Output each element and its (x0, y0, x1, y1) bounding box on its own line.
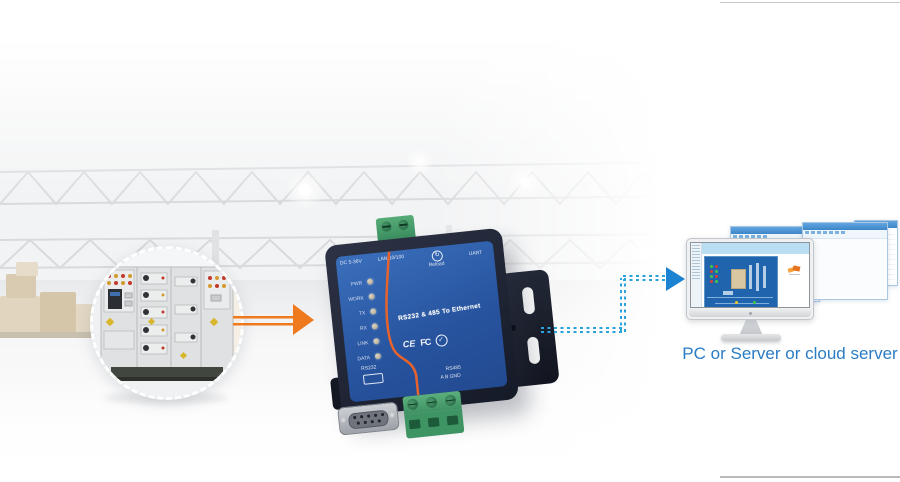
monitor (686, 238, 814, 320)
monitor-logo-dot (748, 312, 752, 315)
control-cabinet-illustration (93, 249, 241, 397)
terminal-screw (425, 396, 438, 409)
terminal-front (404, 408, 465, 439)
rs485-terminal-block (402, 390, 465, 439)
wire-hole (427, 417, 440, 428)
window-title-bar (731, 227, 819, 234)
wire-hole (408, 419, 421, 430)
monitor-base (721, 334, 781, 341)
fcc-mark: FC (419, 336, 431, 348)
monitor-screen (690, 242, 810, 308)
scada-sky-banner (691, 243, 809, 254)
db9-screw (340, 416, 348, 425)
pc-server-group: PC or Server or cloud server (682, 218, 898, 376)
window-toolbar (803, 230, 887, 239)
terminal-screw (397, 219, 409, 231)
terminal-screw (406, 398, 419, 411)
control-cabinet-inset-circle (90, 246, 244, 400)
db9-screw (388, 411, 397, 420)
monitor-stand (739, 318, 763, 336)
orange-stripe (385, 251, 420, 396)
app-window (802, 222, 888, 300)
terminal-screw (380, 221, 392, 233)
db9-serial-connector (337, 401, 400, 436)
serial-to-ethernet-device: DC 5-36V LAN 10/100 ↻ Reload UART PWR WO… (319, 208, 574, 459)
cert-circle-mark: ✓ (434, 333, 448, 348)
scada-sidebar (691, 243, 702, 307)
port-icon (362, 372, 384, 385)
scada-process-view (704, 256, 778, 307)
window-content (805, 239, 885, 297)
scada-logo-graphic (787, 265, 801, 275)
caption: PC or Server or cloud server (682, 344, 898, 363)
device-front-panel: DC 5-36V LAN 10/100 ↻ Reload UART PWR WO… (335, 240, 508, 403)
orange-flow-arrow (233, 304, 314, 335)
mounting-slot (521, 286, 536, 315)
terminal-screw (444, 394, 457, 407)
window-title-bar (803, 223, 887, 230)
ce-mark: CE (402, 338, 416, 350)
wire-hole (446, 415, 459, 426)
dashed-network-arrow (541, 267, 685, 333)
